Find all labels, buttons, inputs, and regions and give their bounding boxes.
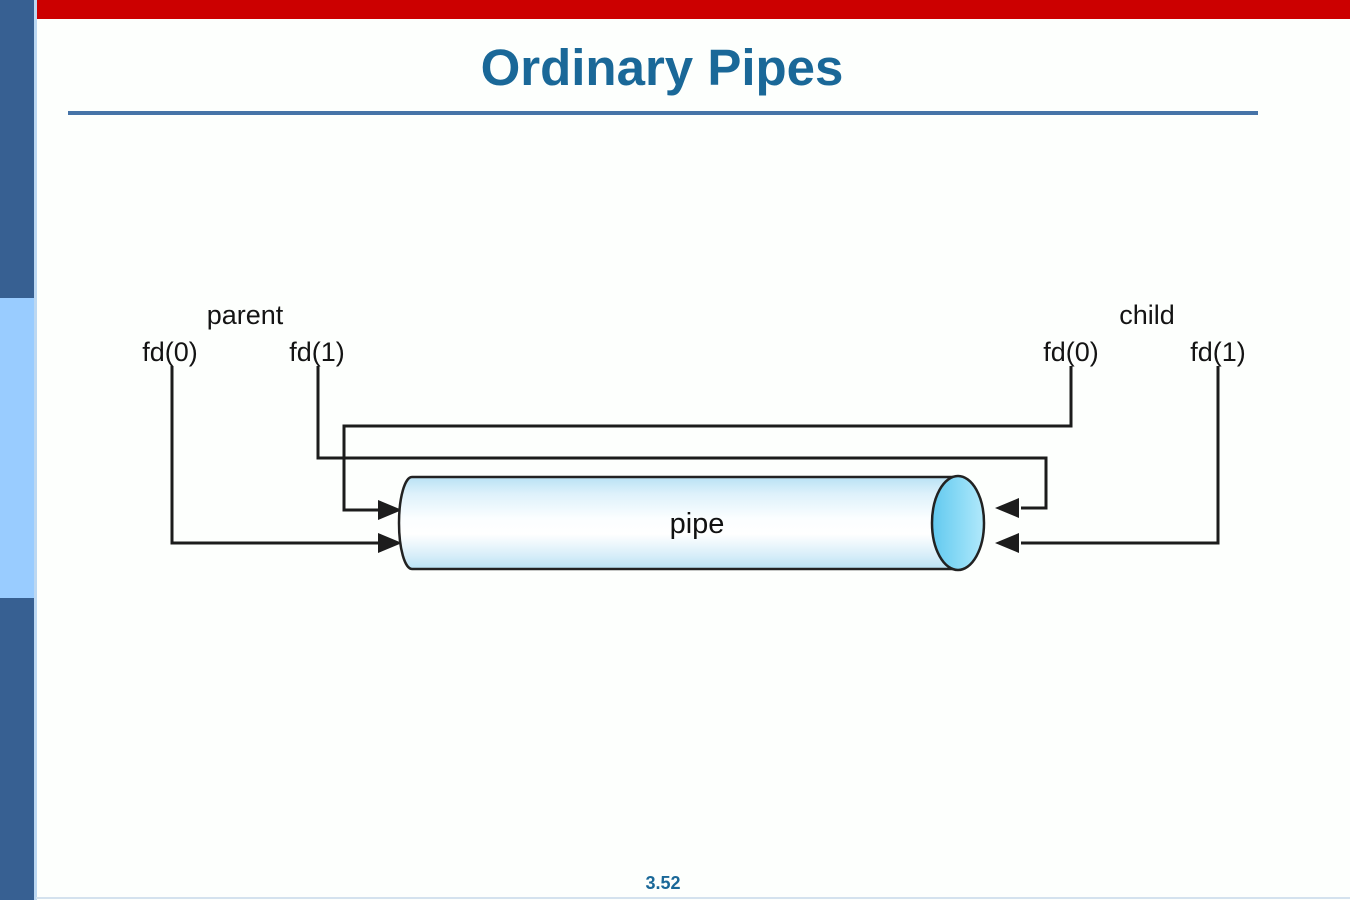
child-fd0-label: fd(0) [1043, 337, 1099, 367]
parent-label: parent [207, 300, 284, 330]
pipe-cylinder-end-cap [930, 474, 986, 572]
page-number: 3.52 [645, 873, 681, 893]
sidebar-segment-light [0, 298, 34, 598]
pipe-label: pipe [670, 508, 725, 540]
child-label: child [1119, 300, 1175, 330]
sidebar-segment-dark-bottom [0, 598, 34, 900]
arrowhead-left-bottom-icon [378, 533, 402, 553]
child-fd1-label: fd(1) [1190, 337, 1246, 367]
arrowhead-right-bottom-icon [995, 533, 1019, 553]
child-fd0-wire [342, 366, 1073, 512]
parent-fd0-wire [170, 366, 380, 545]
pipe-cylinder-body [397, 475, 960, 571]
top-red-bar [36, 0, 1350, 19]
parent-fd1-wire [316, 366, 1048, 510]
title-underline [68, 111, 1258, 115]
sidebar-segment-dark-top [0, 0, 34, 298]
parent-fd0-label: fd(0) [142, 337, 198, 367]
parent-fd1-label: fd(1) [289, 337, 345, 367]
sidebar-accent-stripe [34, 0, 37, 900]
child-fd1-wire [1021, 366, 1220, 545]
bottom-hairline [36, 897, 1350, 899]
slide-title: Ordinary Pipes [480, 39, 844, 96]
arrowhead-right-top-icon [995, 498, 1019, 518]
arrowhead-left-top-icon [378, 500, 402, 520]
